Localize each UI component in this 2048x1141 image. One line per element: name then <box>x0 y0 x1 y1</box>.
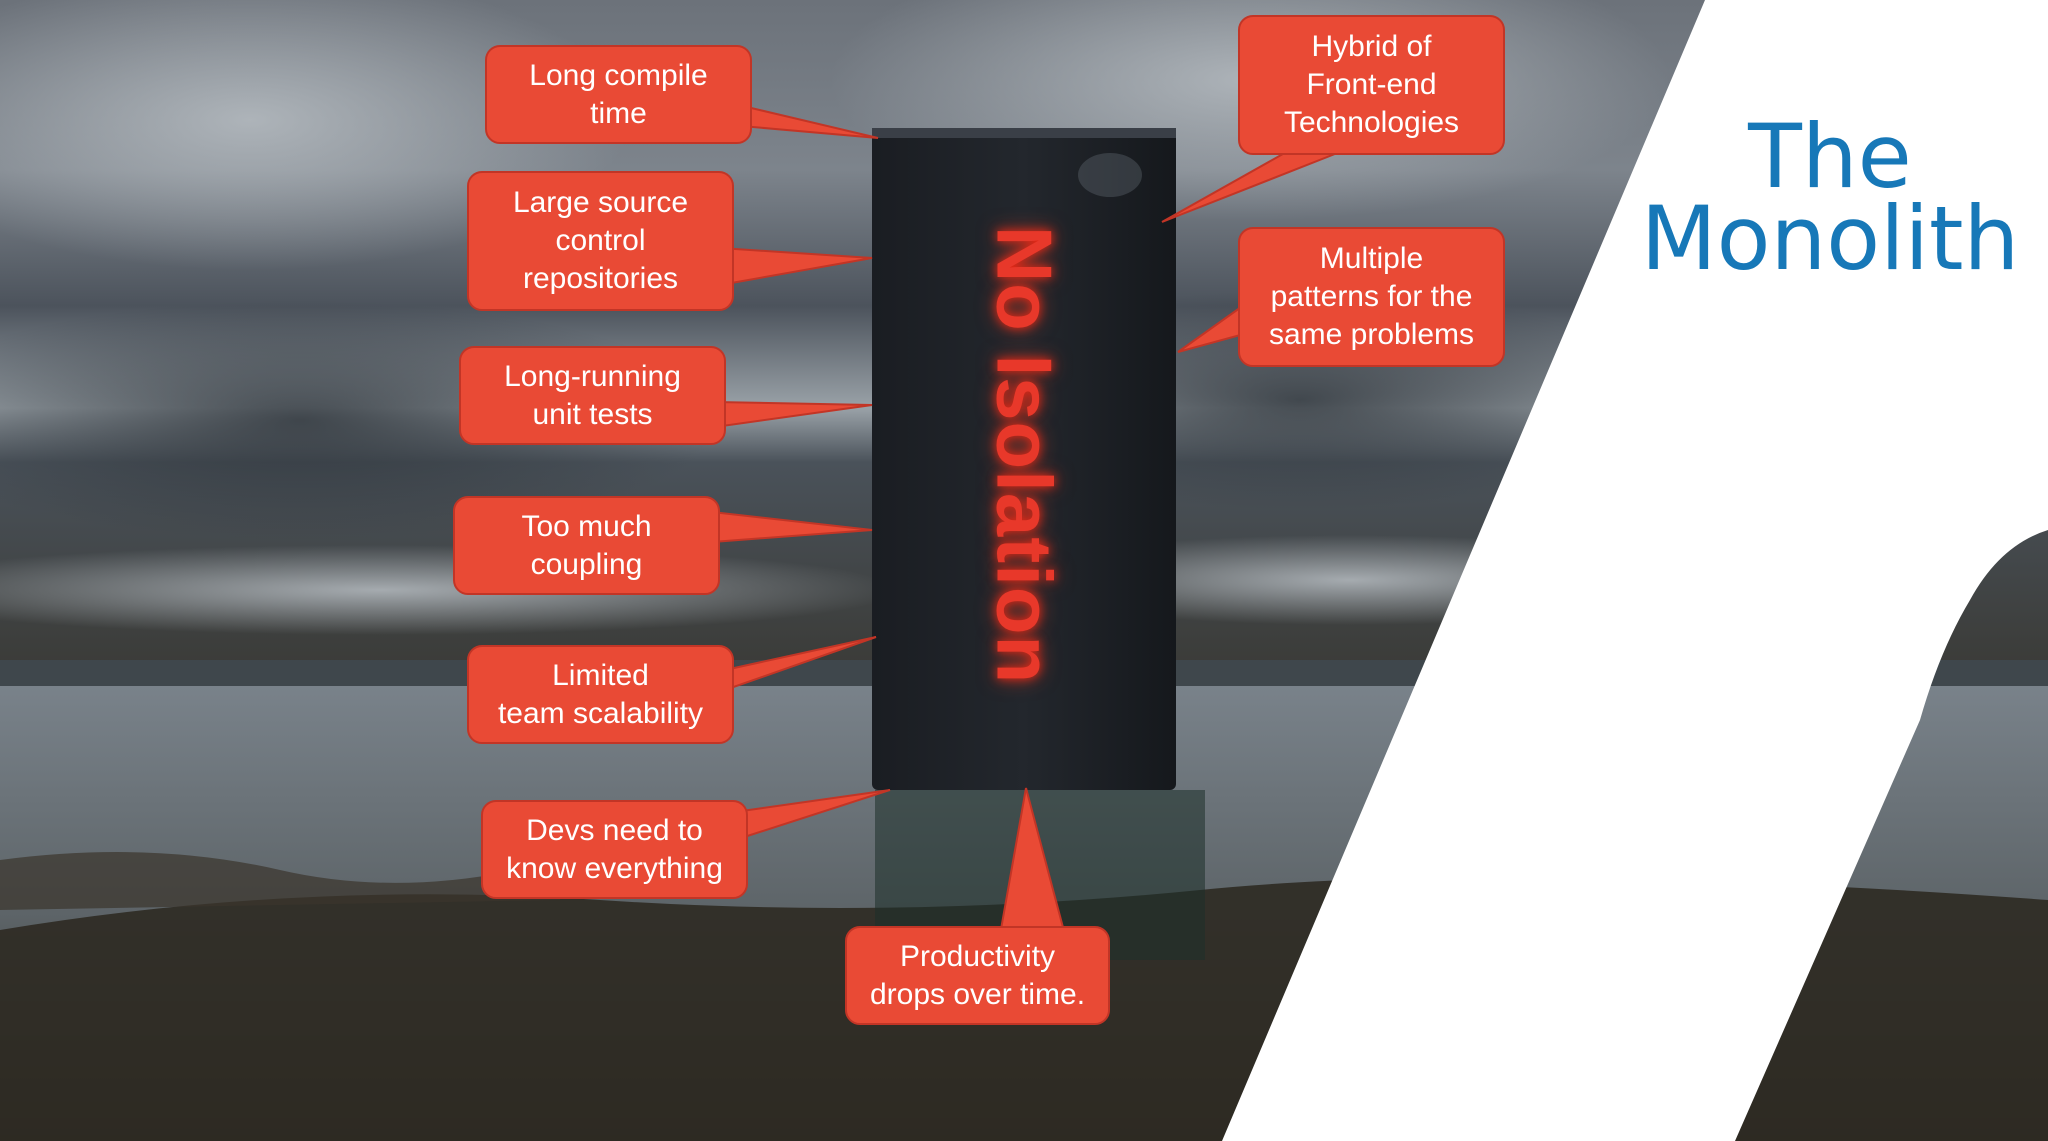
monolith-glare <box>1078 153 1142 197</box>
callout-scalability <box>467 636 877 744</box>
no-isolation-text: No Isolation <box>980 225 1069 685</box>
callout-text-hybrid: Hybrid of Front-end Technologies <box>1283 30 1460 139</box>
title-line-2: Monolith <box>1640 187 2020 290</box>
title-line-1: The <box>1748 105 1912 208</box>
monolith-highlight <box>872 128 1176 138</box>
callout-text-productivity: Productivity drops over time. <box>869 939 1086 1011</box>
callout-text-knowledge: Devs need to know everything <box>506 813 723 885</box>
callout-text-repos: Large source control repositories <box>512 186 689 295</box>
slide-title: The Monolith <box>1640 105 2020 290</box>
callout-compile <box>485 45 879 144</box>
callout-productivity <box>845 787 1110 1025</box>
callout-patterns <box>1177 227 1505 367</box>
callout-repos <box>467 171 873 311</box>
callout-text-scalability: Limited team scalability <box>497 658 704 730</box>
callout-hybrid <box>1161 15 1505 223</box>
callout-text-coupling: Too much coupling <box>521 509 652 581</box>
callout-text-patterns: Multiple patterns for the same problems <box>1268 242 1475 351</box>
callout-text-tests: Long-running unit tests <box>504 359 681 431</box>
white-panel <box>1222 0 2048 1141</box>
monolith <box>872 128 1176 790</box>
callout-knowledge <box>481 789 891 899</box>
seaweed-patches <box>0 852 560 910</box>
callout-coupling <box>453 496 873 595</box>
callout-tests <box>459 346 873 445</box>
callout-text-compile: Long compile time <box>529 58 708 130</box>
